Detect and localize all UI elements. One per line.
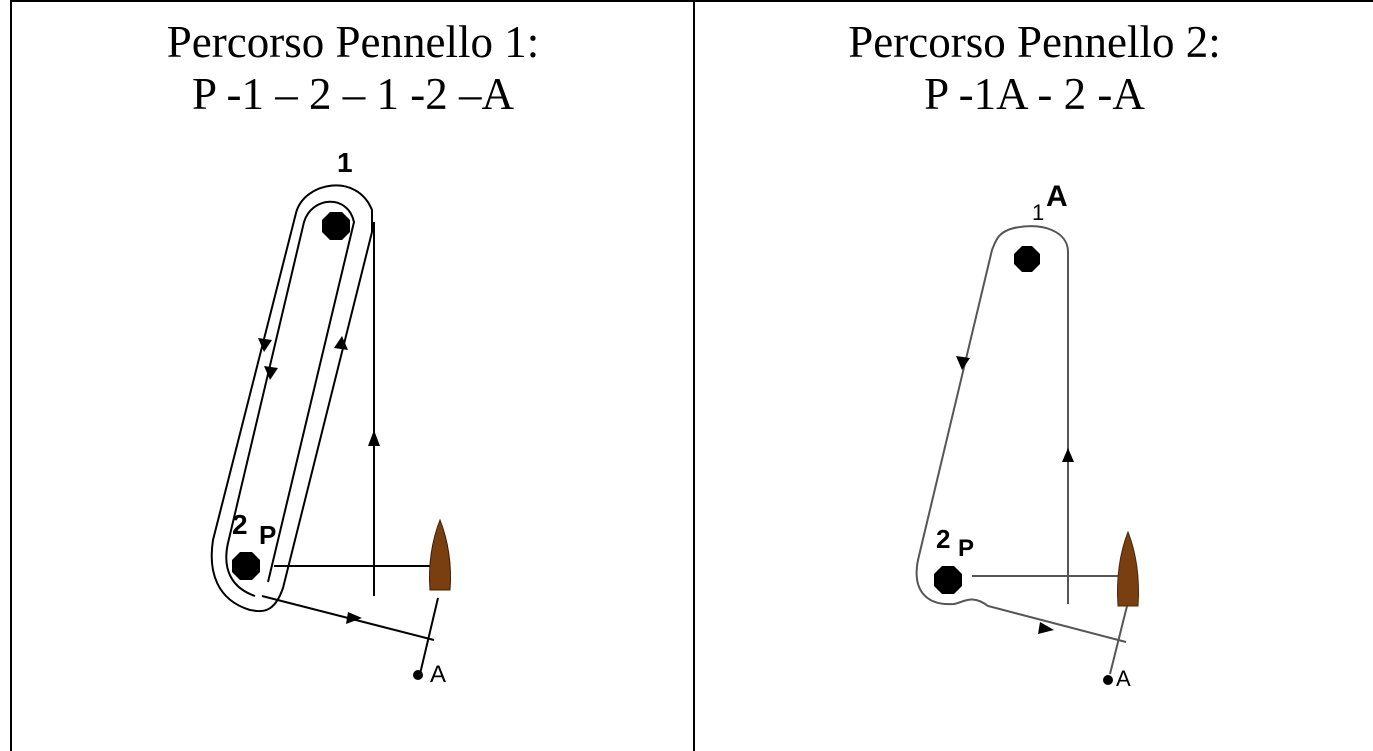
panel-title: Percorso Pennello 1: (166, 17, 540, 67)
arrow-right-leg (346, 612, 362, 624)
outer-loop-path (210, 184, 373, 613)
arrow-up-beat (368, 430, 380, 446)
mark-2-label: 2 (936, 524, 950, 554)
course-panel-2: Percorso Pennello 2: P -1A - 2 -A 1 (696, 0, 1373, 751)
panel-title: Percorso Pennello 2: (848, 17, 1221, 67)
mark-1-label: 1 (337, 147, 353, 178)
arrow-up-beat (1062, 448, 1074, 462)
mark-1-buoy (322, 212, 350, 240)
start-label: P (958, 535, 974, 562)
loop-path (915, 225, 1127, 643)
finish-line (1109, 601, 1129, 675)
mark-1-buoy (1014, 246, 1040, 272)
table-left-border (10, 0, 12, 751)
arrow-down-inner (264, 366, 278, 380)
start-label: P (259, 520, 276, 550)
mark-2-buoy (232, 552, 260, 580)
table-column-divider (693, 0, 695, 751)
table-top-border (10, 0, 1373, 2)
arrow-up-inner (334, 336, 348, 350)
mark-1-number-label: 1 (1032, 200, 1044, 225)
arrow-down-left (956, 356, 970, 370)
arrow-right-leg (1038, 622, 1054, 634)
boat-icon (429, 518, 451, 591)
course-panel-1: Percorso Pennello 1: P -1 – 2 – 1 -2 –A (12, 0, 694, 751)
boat-icon (1117, 530, 1139, 607)
finish-label: A (430, 661, 446, 688)
inner-loop-path (225, 200, 356, 597)
arrow-down-outer (258, 338, 272, 352)
mark-1-letter-label: A (1046, 180, 1068, 213)
finish-line (419, 597, 439, 675)
finish-point (413, 670, 423, 680)
mark-2-label: 2 (232, 509, 248, 540)
finish-label: A (1116, 666, 1131, 691)
panel-course-sequence: P -1 – 2 – 1 -2 –A (191, 69, 515, 119)
course-diagram-2: 1 A 2 P A (915, 180, 1139, 691)
course-diagram-1: 1 2 P A (210, 147, 451, 688)
panel-course-sequence: P -1A - 2 -A (924, 69, 1145, 119)
mark-2-buoy (934, 566, 962, 594)
finish-point (1103, 675, 1113, 685)
